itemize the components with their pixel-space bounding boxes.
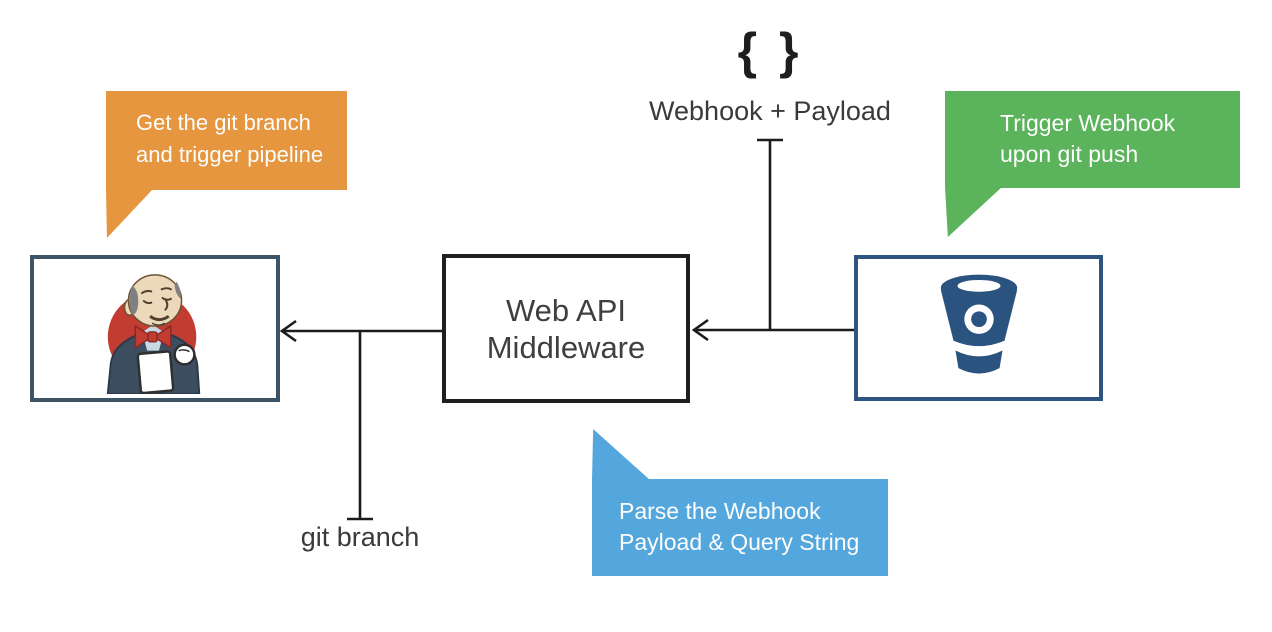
bitbucket-node-box <box>854 255 1103 401</box>
bitbucket-bucket-logo-icon <box>940 274 1017 374</box>
arrowhead-into-jenkins <box>279 319 297 343</box>
callout-line: Trigger Webhook <box>1000 110 1176 136</box>
callout-parse-webhook-text: Parse the Webhook Payload & Query String <box>619 496 859 558</box>
middleware-node-box: Web API Middleware <box>442 254 690 403</box>
callout-get-git-branch-text: Get the git branch and trigger pipeline <box>136 107 323 171</box>
middleware-label-line2: Middleware <box>486 329 646 365</box>
arrowhead-into-middleware <box>691 318 709 342</box>
callout-line: Get the git branch <box>136 110 311 135</box>
git-branch-label: git branch <box>300 522 420 552</box>
json-braces-symbol: { } <box>737 23 803 79</box>
jenkins-node-box <box>30 255 280 402</box>
callout-get-git-branch <box>106 91 347 190</box>
callout-line: Parse the Webhook <box>619 498 821 524</box>
middleware-label-line1: Web API <box>505 292 627 328</box>
callout-trigger-webhook-text: Trigger Webhook upon git push <box>1000 108 1175 170</box>
callout-trigger-webhook <box>945 91 1240 188</box>
webhook-payload-label: Webhook + Payload <box>649 96 891 126</box>
callout-parse-webhook <box>592 479 888 576</box>
callout-line: and trigger pipeline <box>136 142 324 167</box>
callout-line: Payload & Query String <box>619 529 860 555</box>
jenkins-butler-logo-icon <box>106 273 201 394</box>
callout-line: upon git push <box>1000 141 1139 167</box>
